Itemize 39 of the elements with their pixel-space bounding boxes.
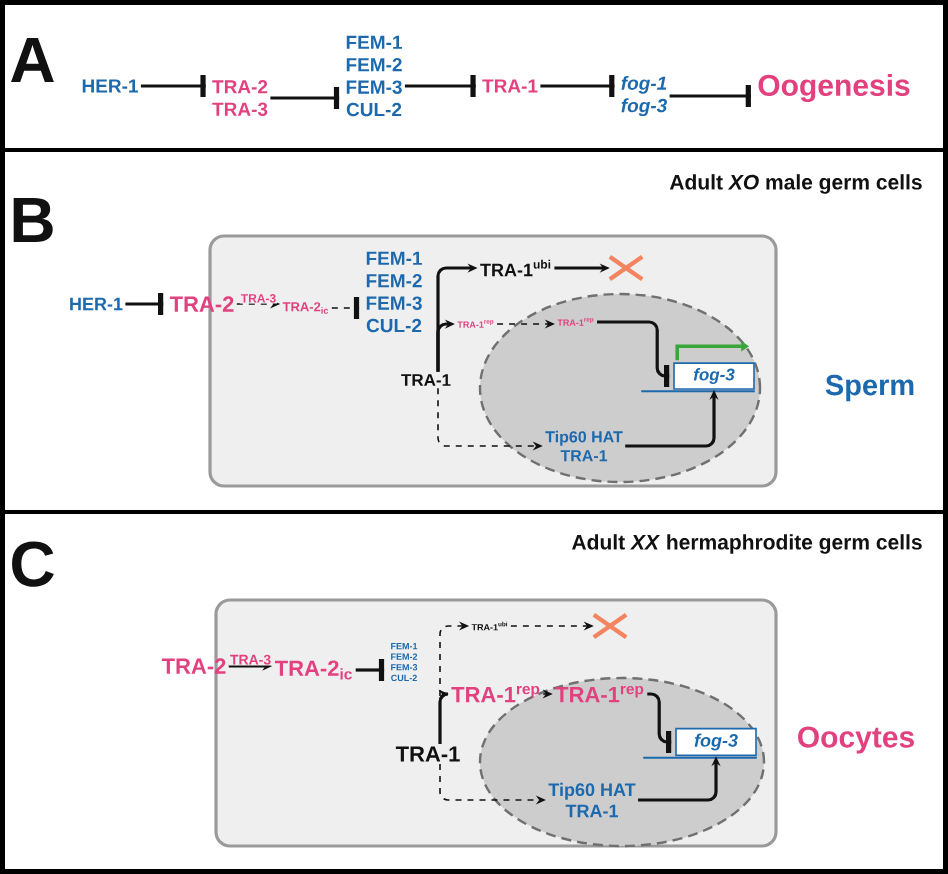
panel-letter: B xyxy=(13,198,53,242)
arrow xyxy=(438,689,450,745)
panel-letter: C xyxy=(12,541,54,587)
protein-label: Tip60 HAT TRA-1 xyxy=(548,782,636,818)
protein-label: TRA-2$_{ic}$ xyxy=(274,660,352,680)
protein-label: Tip60 HAT TRA-1 xyxy=(545,430,623,462)
cross-mark xyxy=(591,612,629,640)
protein-label: TRA-1$^{ubi}$ xyxy=(480,259,551,277)
gene-box: fog-3 xyxy=(642,727,758,759)
protein-label: FEM-1 FEM-2 FEM-3 CUL-2 xyxy=(366,251,422,333)
inhibition-arrow xyxy=(404,75,476,97)
protein-label: TRA-1 xyxy=(482,79,538,93)
protein-label: TRA-1 xyxy=(401,374,451,386)
protein-label: TRA-1$^{rep}$ xyxy=(555,685,644,703)
cross-mark xyxy=(607,254,645,282)
inhibition-arrow xyxy=(540,75,615,97)
inhibition-arrow xyxy=(669,85,751,107)
protein-label: TRA-2 TRA-3 xyxy=(212,80,268,116)
inhibition-arrow xyxy=(125,293,164,315)
inhibition-arrow xyxy=(140,75,206,97)
inhibition-arrow xyxy=(355,659,385,681)
panel-heading: Adult XX hermaphrodite germ cells xyxy=(572,534,922,554)
protein-label: HER-1 xyxy=(82,79,138,93)
protein-label: HER-1 xyxy=(70,297,123,311)
protein-label: TRA-2 xyxy=(161,658,226,674)
outcome-label: Oogenesis xyxy=(758,73,910,103)
outcome-label: Sperm xyxy=(825,374,914,402)
inhibition-arrow xyxy=(597,320,670,387)
gene-box: fog-3 xyxy=(640,341,756,393)
inhibition-arrow xyxy=(270,87,340,109)
gene-label: fog-1 fog-3 xyxy=(621,75,667,117)
inhibition-arrow xyxy=(331,297,360,319)
protein-label: TRA-2 xyxy=(169,296,234,312)
protein-label: FEM-1 FEM-2 FEM-3 CUL-2 xyxy=(346,35,402,117)
outcome-label: Oocytes xyxy=(798,726,914,754)
protein-label: TRA-1$^{rep}$ xyxy=(451,685,540,703)
protein-label: TRA-1 xyxy=(395,746,460,762)
panel-heading: Adult XO male germ cells xyxy=(669,174,922,194)
panel-letter: A xyxy=(11,38,54,82)
